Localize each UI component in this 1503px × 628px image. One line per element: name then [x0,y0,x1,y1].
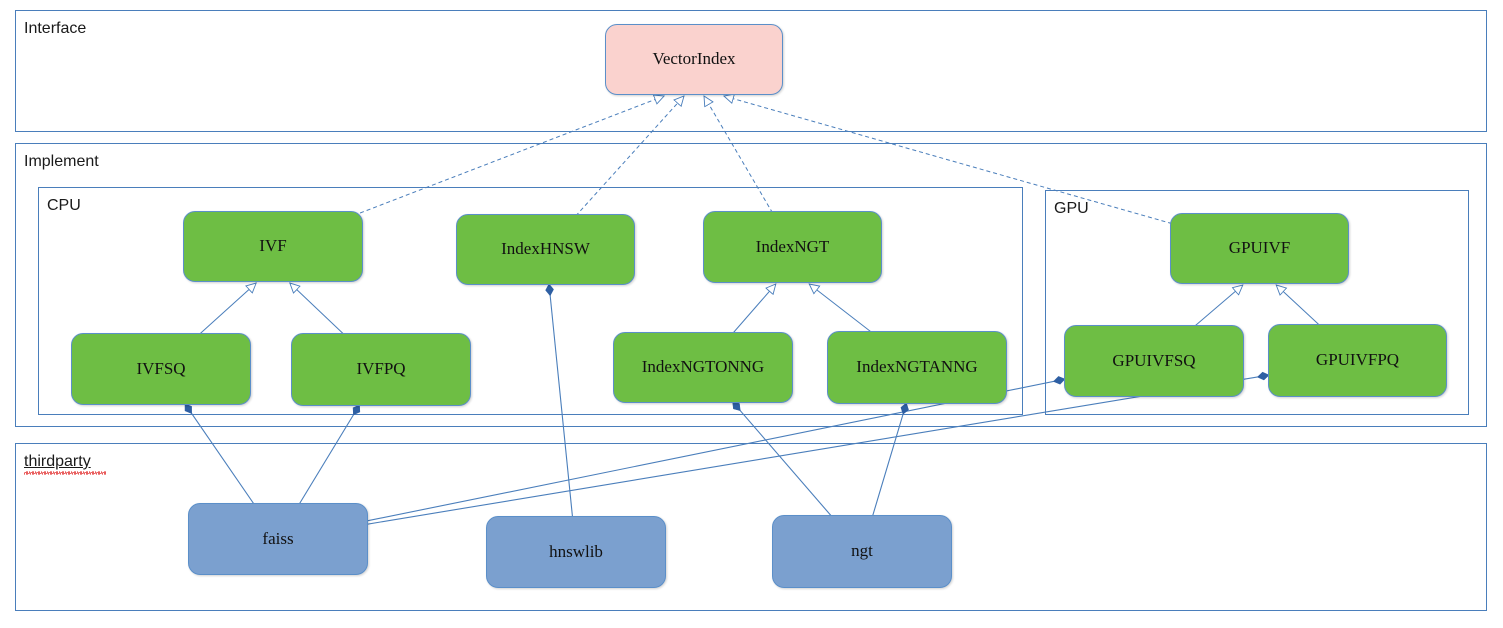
node-ivfsq[interactable]: IVFSQ [71,333,251,405]
container-label-thirdparty: thirdparty [24,453,91,470]
node-ivf[interactable]: IVF [183,211,363,282]
node-vectorindex[interactable]: VectorIndex [605,24,783,95]
node-ngt[interactable]: ngt [772,515,952,588]
node-faiss[interactable]: faiss [188,503,368,575]
container-label-implement: Implement [24,153,99,170]
container-label-interface: Interface [24,20,87,37]
node-gpuivfsq[interactable]: GPUIVFSQ [1064,325,1244,397]
node-indexhnsw[interactable]: IndexHNSW [456,214,635,285]
node-indexngt[interactable]: IndexNGT [703,211,882,283]
node-gpuivf[interactable]: GPUIVF [1170,213,1349,284]
node-gpuivfpq[interactable]: GPUIVFPQ [1268,324,1447,397]
node-indexngtanng[interactable]: IndexNGTANNG [827,331,1007,404]
node-indexngtonng[interactable]: IndexNGTONNG [613,332,793,403]
node-hnswlib[interactable]: hnswlib [486,516,666,588]
container-label-cpu: CPU [47,197,81,214]
node-ivfpq[interactable]: IVFPQ [291,333,471,406]
container-label-gpu: GPU [1054,200,1089,217]
